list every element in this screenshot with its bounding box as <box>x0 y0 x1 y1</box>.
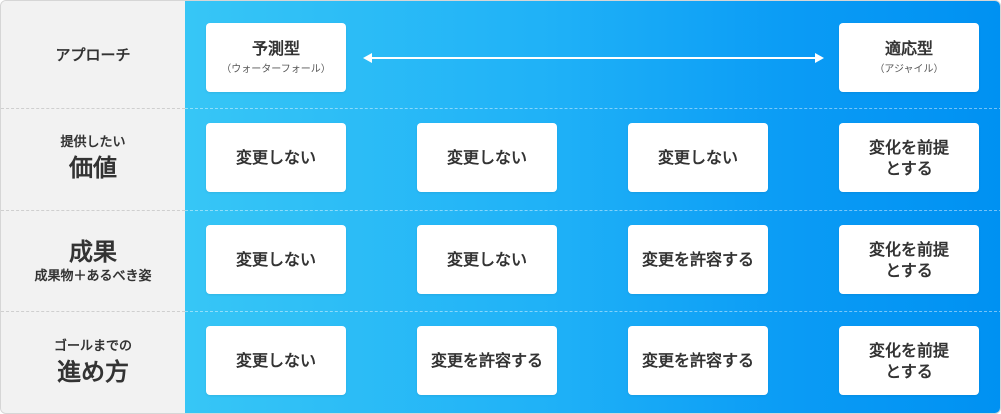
cell-text: 変更しない <box>657 147 738 167</box>
process-cell: 変更を許容する <box>417 326 557 395</box>
row-label-approach: アプローチ <box>1 1 185 108</box>
value-cell: 変更しない <box>206 123 346 192</box>
row-label-outcome-main: 成果 <box>69 237 117 266</box>
process-cell: 変化を前提 とする <box>839 326 979 395</box>
value-cell: 変更しない <box>417 123 557 192</box>
cell-text-line-2: とする <box>885 260 933 280</box>
row-label-value-top: 提供したい <box>60 135 126 150</box>
row-label-process-top: ゴールまでの <box>53 339 132 354</box>
cell-text-line-1: 変化を前提 <box>868 340 949 360</box>
value-cell: 変更しない <box>628 123 768 192</box>
row-label-process-main: 進め方 <box>57 358 129 386</box>
cell-text: 変更を許容する <box>430 350 543 370</box>
row-divider <box>185 210 1000 211</box>
approach-predictive-title: 予測型 <box>251 39 300 58</box>
double-arrow-left-head <box>363 53 372 63</box>
row-label-column: アプローチ 提供したい 価値 成果 成果物＋あるべき姿 ゴールまでの 進め方 <box>1 1 185 413</box>
double-arrow-right-head <box>815 53 824 63</box>
outcome-cell: 変更を許容する <box>628 225 768 294</box>
double-arrow-line <box>369 57 817 59</box>
cell-text: 変更しない <box>235 350 316 370</box>
cell-text: 変更を許容する <box>641 350 754 370</box>
label-divider <box>1 311 185 312</box>
cell-text: 変更しない <box>235 249 316 269</box>
cell-text-line-1: 変化を前提 <box>868 239 949 259</box>
label-divider <box>1 108 185 109</box>
cell-text-line-2: とする <box>885 158 933 178</box>
row-label-value: 提供したい 価値 <box>1 108 185 210</box>
row-label-value-main: 価値 <box>69 154 117 182</box>
row-label-outcome-bottom: 成果物＋あるべき姿 <box>34 268 152 284</box>
approach-predictive-card: 予測型 （ウォーターフォール） <box>206 23 346 92</box>
row-label-process: ゴールまでの 進め方 <box>1 311 185 413</box>
process-cell: 変更しない <box>206 326 346 395</box>
row-label-outcome: 成果 成果物＋あるべき姿 <box>1 210 185 311</box>
row-divider <box>185 311 1000 312</box>
label-divider <box>1 210 185 211</box>
cell-text: 変更しない <box>235 147 316 167</box>
cell-text-line-2: とする <box>885 361 933 381</box>
value-cell: 変化を前提 とする <box>839 123 979 192</box>
process-cell: 変更を許容する <box>628 326 768 395</box>
approach-adaptive-title: 適応型 <box>884 39 933 58</box>
outcome-cell: 変化を前提 とする <box>839 225 979 294</box>
approach-predictive-subtitle: （ウォーターフォール） <box>221 64 331 75</box>
cell-text: 変更を許容する <box>641 249 754 269</box>
cell-text-line-1: 変化を前提 <box>868 137 949 157</box>
approach-adaptive-subtitle: （アジャイル） <box>874 64 944 75</box>
cell-text: 変更しない <box>446 249 527 269</box>
row-divider <box>185 108 1000 109</box>
cell-text: 変更しない <box>446 147 527 167</box>
approach-adaptive-card: 適応型 （アジャイル） <box>839 23 979 92</box>
outcome-cell: 変更しない <box>206 225 346 294</box>
row-label-approach-text: アプローチ <box>55 46 131 64</box>
outcome-cell: 変更しない <box>417 225 557 294</box>
